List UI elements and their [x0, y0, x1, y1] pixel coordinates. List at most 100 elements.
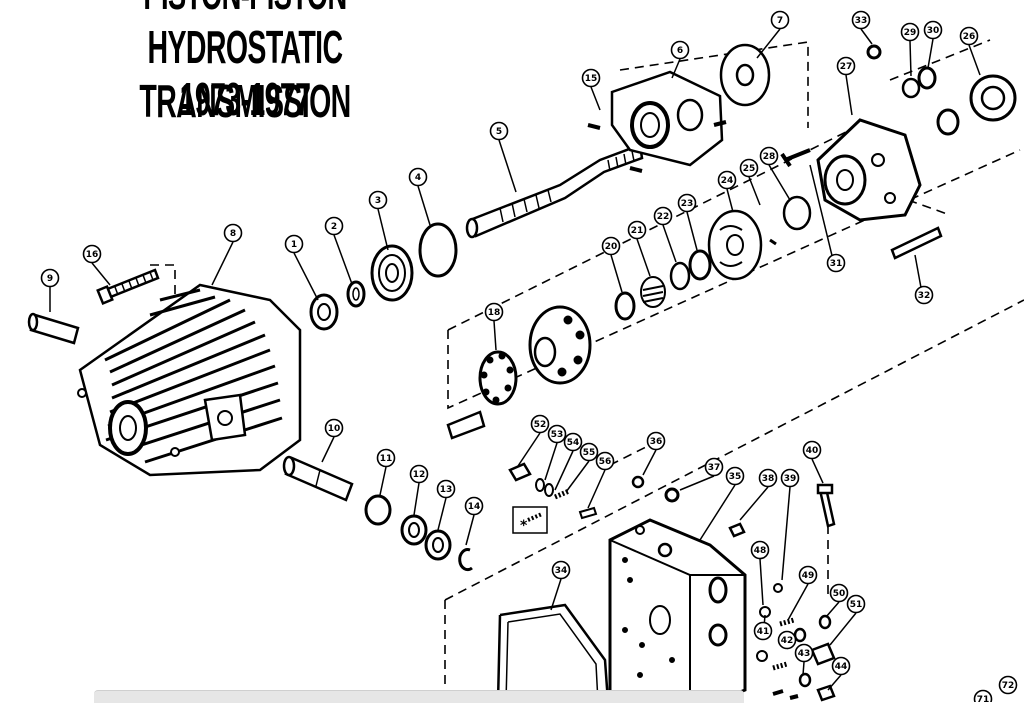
- callout-bubble-38: [758, 468, 778, 488]
- assembly-dashed-lines: [150, 39, 1024, 702]
- callout-bubble-71: [973, 689, 993, 702]
- callout-number-48: 48: [754, 546, 767, 556]
- valve-hardware-parts: [631, 475, 836, 702]
- horizontal-scrollbar[interactable]: [94, 690, 744, 703]
- callout-bubble-10: [324, 418, 344, 438]
- callout-number-32: 32: [918, 291, 931, 301]
- callout-leader-28: [768, 164, 791, 201]
- callout-number-49: 49: [802, 571, 815, 581]
- callout-number-72: 72: [1002, 681, 1015, 691]
- callout-bubble-55: [579, 442, 599, 462]
- callout-number-21: 21: [631, 226, 644, 236]
- callout-leader-1: [293, 252, 319, 301]
- callout-leader-40: [811, 458, 824, 484]
- diagram-title-line-0: PISTON-PISTON: [93, 0, 397, 20]
- callout-number-16: 16: [86, 250, 99, 260]
- callout-number-2: 2: [331, 222, 337, 232]
- callout-leader-55: [565, 460, 590, 493]
- callout-number-18: 18: [488, 308, 501, 318]
- callout-number-31: 31: [830, 259, 843, 269]
- callout-leader-27: [845, 74, 853, 116]
- callout-leader-48: [759, 558, 764, 606]
- diagram-title-line-1: HYDROSTATIC TRANSMISSION: [139, 21, 351, 127]
- callout-bubble-49: [798, 565, 818, 585]
- callout-bubble-4: [408, 167, 428, 187]
- callout-number-9: 9: [47, 274, 53, 284]
- callout-bubble-27: [836, 56, 856, 76]
- callout-leader-12: [413, 482, 420, 516]
- callout-number-23: 23: [681, 199, 694, 209]
- callout-number-40: 40: [806, 446, 819, 456]
- callout-number-71: 71: [977, 695, 990, 702]
- callout-bubble-9: [40, 268, 60, 288]
- gasket-part: [496, 603, 610, 702]
- callout-number-25: 25: [743, 164, 756, 174]
- callout-number-8: 8: [230, 229, 236, 239]
- callout-number-33: 33: [855, 16, 868, 26]
- callout-number-41: 41: [757, 627, 770, 637]
- callout-leader-7: [756, 28, 781, 59]
- callout-leader-50: [825, 601, 840, 618]
- callout-leader-33: [860, 28, 873, 45]
- callout-bubble-56: [595, 451, 615, 471]
- callout-bubble-53: [547, 424, 567, 444]
- valve-body-part: [608, 518, 747, 702]
- callout-number-4: 4: [415, 173, 421, 183]
- callout-bubble-23: [677, 193, 697, 213]
- callout-bubble-13: [436, 479, 456, 499]
- callout-number-3: 3: [375, 196, 381, 206]
- callout-bubble-3: [368, 190, 388, 210]
- callout-number-55: 55: [583, 448, 596, 458]
- callout-number-35: 35: [729, 472, 742, 482]
- callout-bubble-18: [484, 302, 504, 322]
- callout-leader-34: [550, 578, 562, 611]
- callout-bubble-40: [802, 440, 822, 460]
- callout-bubble-25: [739, 158, 759, 178]
- end-cap-part: [780, 118, 943, 260]
- callout-bubble-2: [324, 216, 344, 236]
- callout-leader-16: [91, 262, 111, 286]
- callout-bubble-52: [530, 414, 550, 434]
- callout-leader-25: [748, 176, 761, 206]
- callout-number-20: 20: [605, 242, 618, 252]
- callout-leader-36: [642, 449, 657, 476]
- cylinder-block-part: [446, 305, 592, 440]
- callout-bubble-35: [725, 466, 745, 486]
- callout-number-10: 10: [328, 424, 341, 434]
- callout-bubble-7: [770, 10, 790, 30]
- callout-bubble-51: [846, 594, 866, 614]
- callout-number-42: 42: [781, 636, 794, 646]
- callout-bubble-33: [851, 10, 871, 30]
- callout-bubble-50: [829, 583, 849, 603]
- callout-number-39: 39: [784, 474, 797, 484]
- callout-number-26: 26: [963, 32, 976, 42]
- callout-bubble-34: [551, 560, 571, 580]
- callout-leader-13: [437, 497, 447, 531]
- seal-and-bearing-parts: [309, 222, 458, 331]
- callout-number-29: 29: [904, 28, 917, 38]
- callout-bubble-32: [914, 285, 934, 305]
- callout-leader-6: [671, 58, 681, 79]
- callout-leader-49: [787, 583, 809, 621]
- callout-number-28: 28: [763, 152, 776, 162]
- input-shaft-part: [465, 143, 644, 239]
- callout-bubble-29: [900, 22, 920, 42]
- special-marker-asterisk: *: [520, 518, 528, 534]
- callout-bubble-15: [581, 68, 601, 88]
- callout-number-27: 27: [840, 62, 853, 72]
- callout-leader-5: [498, 139, 517, 193]
- callout-leader-20: [610, 254, 623, 293]
- callout-bubble-41: [753, 621, 773, 641]
- callout-bubble-42: [777, 630, 797, 650]
- callout-leader-44: [827, 674, 842, 691]
- callout-bubble-36: [646, 431, 666, 451]
- callout-leader-14: [465, 514, 475, 546]
- callout-bubble-12: [409, 464, 429, 484]
- callout-leader-29: [909, 40, 912, 77]
- callout-bubble-43: [794, 643, 814, 663]
- swash-and-spring-parts: [614, 209, 777, 321]
- pump-housing-part: [77, 283, 302, 477]
- thrust-plate-part: [719, 43, 771, 107]
- callout-bubble-21: [627, 220, 647, 240]
- callout-leader-54: [554, 450, 574, 491]
